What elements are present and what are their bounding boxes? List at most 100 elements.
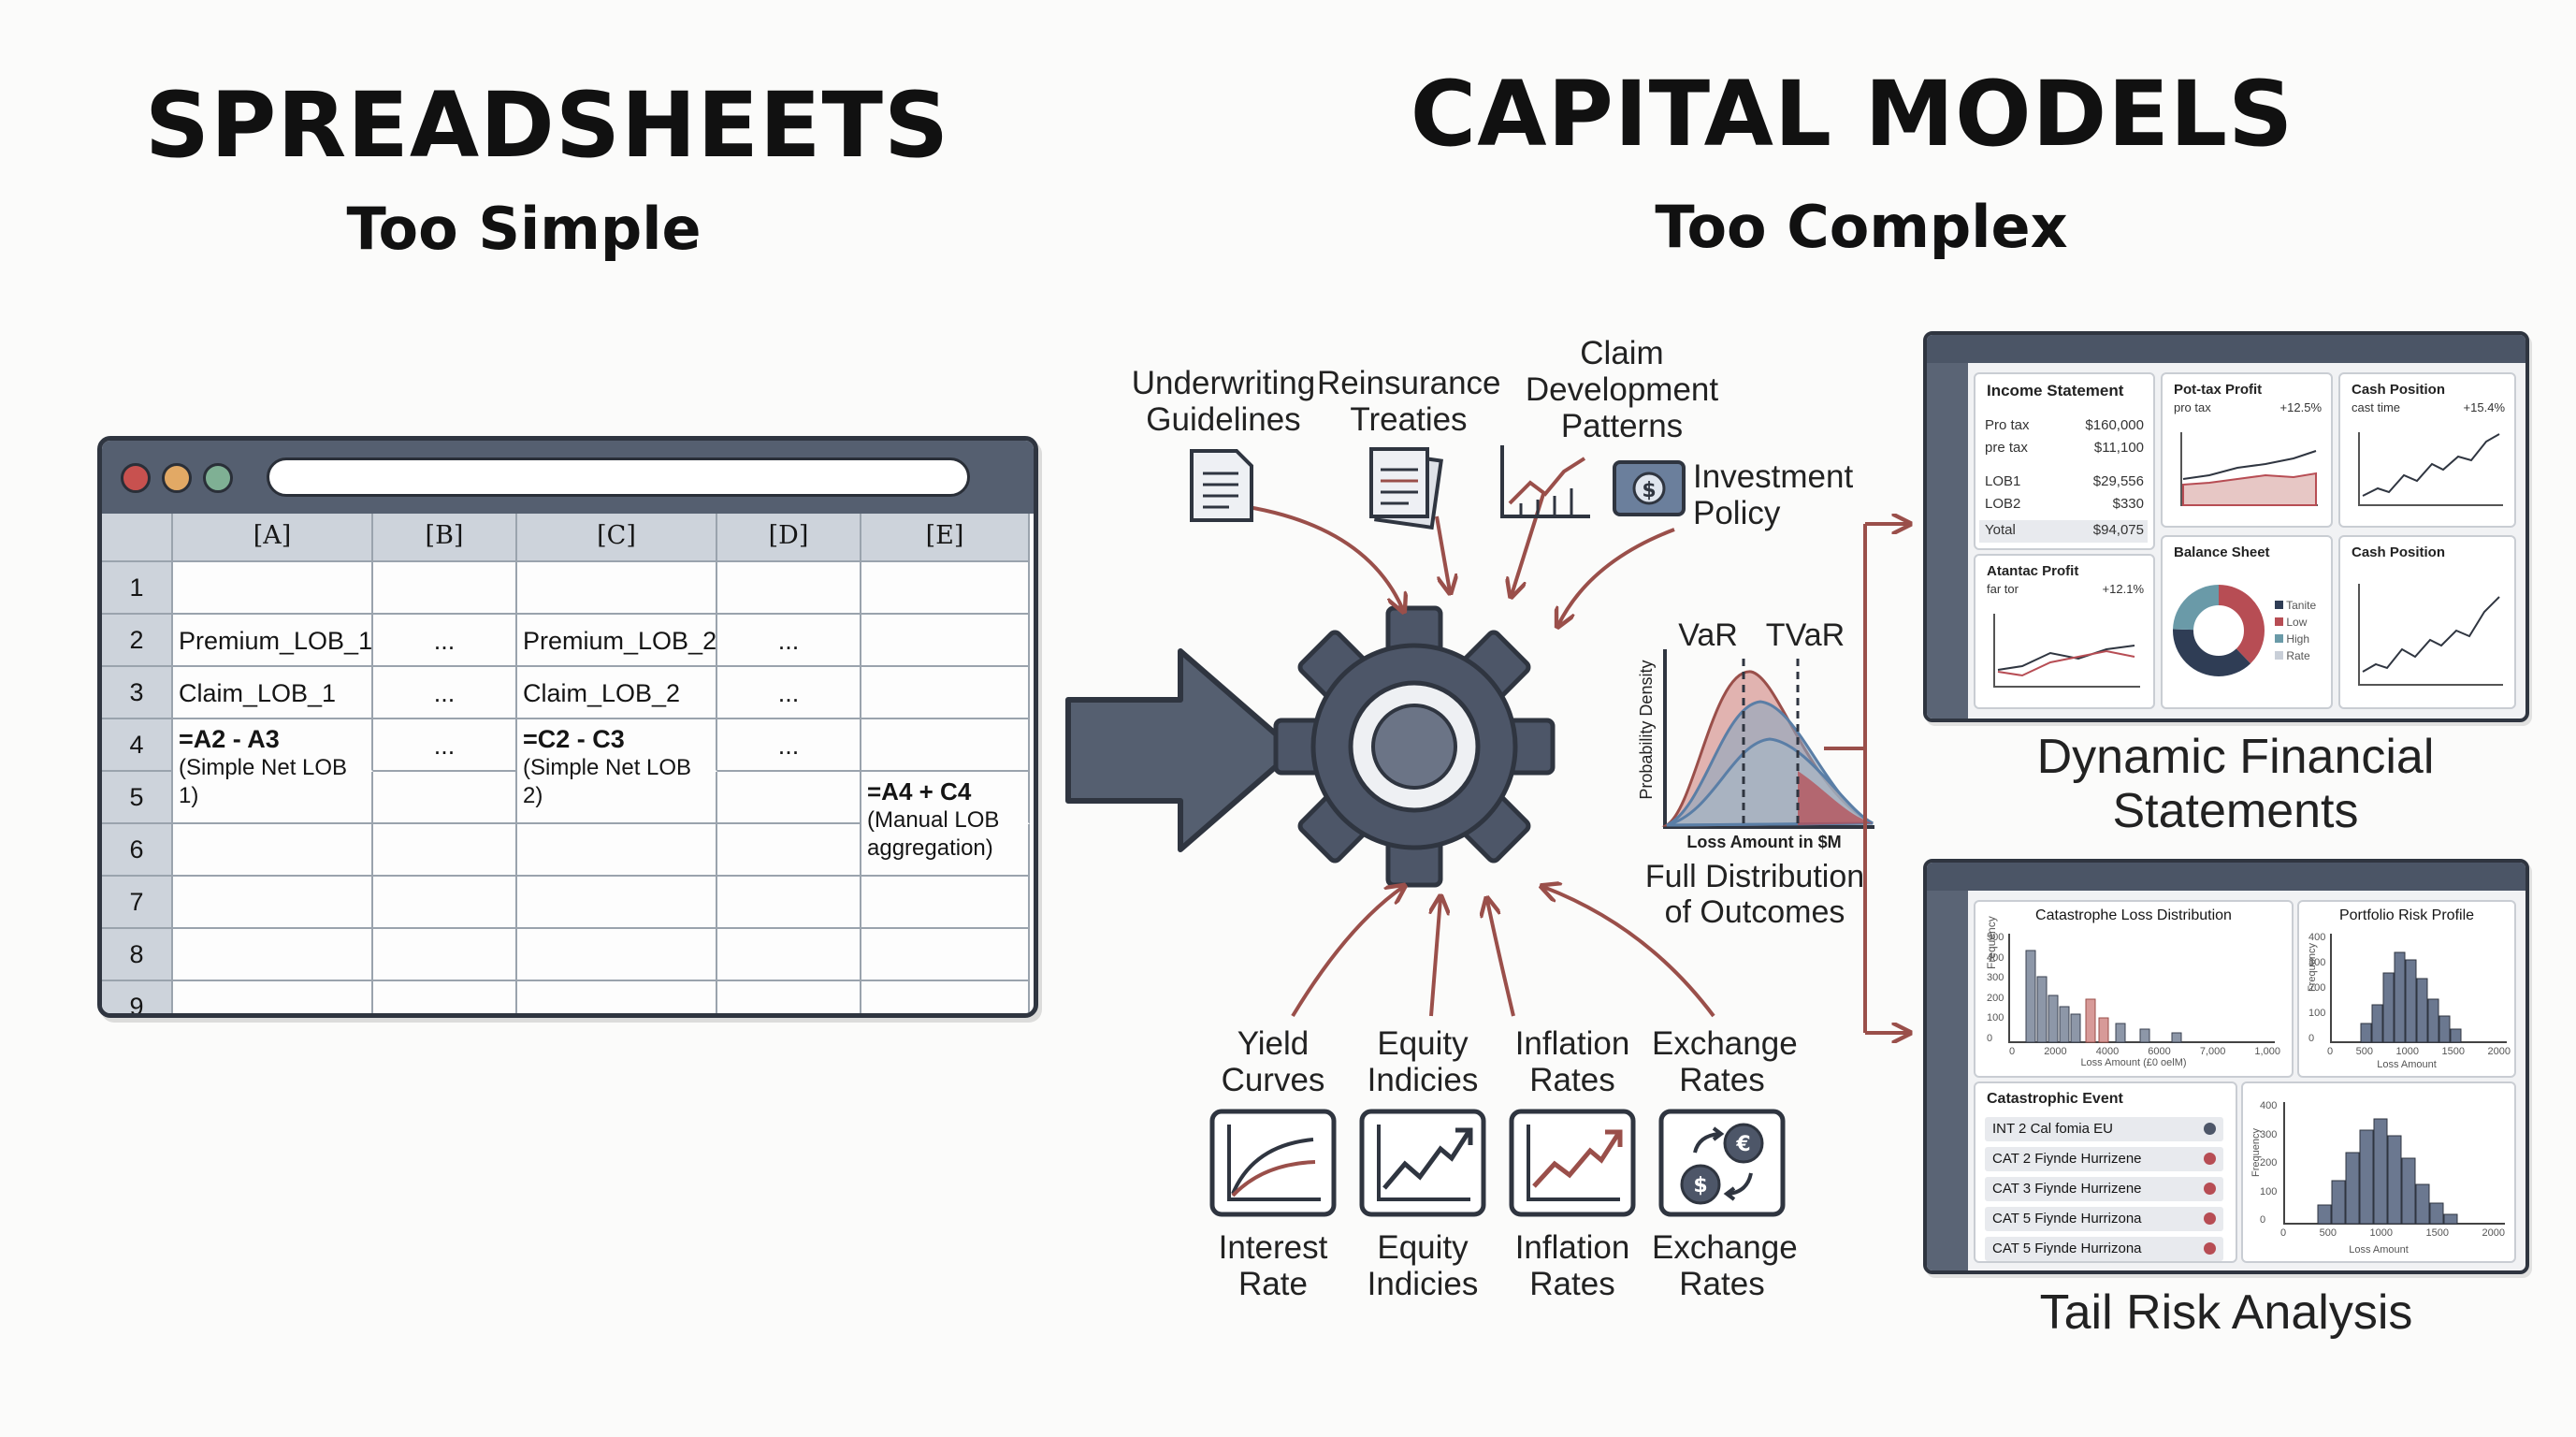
tick-label: 100 <box>2308 1008 2326 1019</box>
donut-legend: Tanite Low High Rate <box>2275 599 2316 662</box>
panel-title: Catastrophic Event <box>1987 1091 2123 1107</box>
tick-label: 7,000 <box>2199 1046 2226 1057</box>
corner-cell <box>102 514 173 562</box>
event-row[interactable]: CAT 3 Fiynde Hurrizene <box>1985 1177 2223 1201</box>
event-label: CAT 2 Fiynde Hurrizene <box>1992 1151 2142 1167</box>
tick-label: 100 <box>1987 1012 2004 1024</box>
cell <box>717 562 861 615</box>
big-right-arrow-icon <box>1065 648 1297 852</box>
cell-e5: =A4 + C4 (Manual LOB aggregation) <box>861 772 1030 861</box>
formula-e5: =A4 + C4 <box>867 777 972 806</box>
event-row[interactable]: CAT 5 Fiynde Hurrizona <box>1985 1237 2223 1261</box>
tick-label: 300 <box>2308 957 2326 968</box>
cell-c2: Premium_LOB_2 <box>517 615 717 667</box>
input-caption-inflation: Inflation Rates <box>1514 1229 1630 1303</box>
money-icon: $ <box>1613 460 1686 516</box>
cell <box>173 929 373 981</box>
cell <box>717 772 861 824</box>
column-header: [D] <box>717 514 861 562</box>
formula-note-a4: (Simple Net LOB 1) <box>179 755 348 808</box>
gear-icon <box>1273 605 1556 888</box>
row-header: 5 <box>102 772 173 824</box>
cell-d4: ... <box>717 719 861 772</box>
panel-subtitle: pro tax <box>2174 400 2211 414</box>
event-row[interactable]: INT 2 Cal fomia EU <box>1985 1117 2223 1141</box>
maximize-dot-icon <box>203 463 233 493</box>
tick-label: 1,000 <box>2254 1046 2280 1057</box>
legend-label: Rate <box>2286 649 2310 662</box>
input-caption-equity: Equity Indicies <box>1367 1229 1479 1303</box>
panel-title: Balance Sheet <box>2174 544 2270 560</box>
cell <box>517 877 717 929</box>
event-row[interactable]: CAT 5 Fiynde Hurrizona <box>1985 1207 2223 1231</box>
tail-risk-dashboard: Catastrophe Loss Distribution Frequency … <box>1923 859 2529 1274</box>
event-label: CAT 5 Fiynde Hurrizona <box>1992 1241 2142 1256</box>
left-subtitle: Too Simple <box>346 195 702 263</box>
window-titlebar <box>102 441 1034 514</box>
mini-line-chart <box>2358 584 2503 686</box>
cell-a3: Claim_LOB_1 <box>173 667 373 719</box>
income-statement-panel: Income Statement Pro tax $160,000 pre ta… <box>1974 372 2155 550</box>
treaty-icon <box>1369 447 1443 530</box>
distribution-caption: Full Distribution of Outcomes <box>1644 859 1865 931</box>
panel-title: Cash Position <box>2352 382 2446 398</box>
formula-a4: =A2 - A3 <box>179 725 280 753</box>
mini-line-chart <box>2180 432 2318 506</box>
row-header: 8 <box>102 929 173 981</box>
close-dot-icon <box>121 463 151 493</box>
right-subtitle: Too Complex <box>1655 193 2068 261</box>
panel-subtitle: cast time <box>2352 400 2401 414</box>
cash-position-panel-2: Cash Position <box>2338 535 2516 709</box>
cell <box>373 562 517 615</box>
tick-label: 500 <box>2355 1046 2373 1057</box>
income-row-value: $94,075 <box>2092 522 2144 538</box>
input-label-inflation: Inflation Rates <box>1514 1025 1630 1099</box>
row-header: 1 <box>102 562 173 615</box>
donut-chart <box>2173 585 2265 676</box>
tick-label: 0 <box>2260 1214 2266 1226</box>
x-ticks: 0 500 1000 1500 2000 <box>2280 1227 2505 1239</box>
cell-c3: Claim_LOB_2 <box>517 667 717 719</box>
cell <box>861 667 1030 719</box>
cell <box>373 824 517 877</box>
input-label-investment: Investment Policy <box>1693 458 1854 532</box>
status-dot-icon <box>2204 1153 2216 1165</box>
tick-label: 400 <box>2308 932 2326 943</box>
output-connector <box>1824 524 1908 1033</box>
cell <box>717 824 861 877</box>
exchange-icon: € $ <box>1658 1109 1786 1217</box>
tick-label: 4000 <box>2095 1046 2120 1057</box>
spreadsheet-window: [A] [B] [C] [D] [E] 1 2 Premium_LOB_1 ..… <box>97 436 1038 1018</box>
formula-c4: =C2 - C3 <box>523 725 625 753</box>
column-header: [E] <box>861 514 1030 562</box>
row-header: 9 <box>102 981 173 1013</box>
income-row-value: $29,556 <box>2092 473 2144 489</box>
financial-caption: Dynamic Financial Statements <box>2036 730 2435 839</box>
cell <box>861 615 1030 667</box>
panel-title: Catastrophe Loss Distribution <box>2035 907 2232 923</box>
cell <box>373 772 517 824</box>
dashboard-sidebar <box>1927 891 1968 1270</box>
trend-icon <box>1509 1109 1636 1217</box>
mini-line-chart <box>1993 614 2140 688</box>
legend-label: High <box>2286 632 2310 646</box>
distribution-ylabel: Probability Density <box>1636 660 1656 800</box>
input-caption-exchange: Exchange Rates <box>1652 1229 1798 1303</box>
right-title: CAPITAL MODELS <box>1410 62 2294 167</box>
loss-histogram <box>2283 1102 2505 1225</box>
input-caption-interest: Interest Rate <box>1218 1229 1328 1303</box>
income-row-label: Pro tax <box>1985 417 2030 433</box>
cell <box>517 772 717 824</box>
cell <box>173 981 373 1013</box>
tick-label: 0 <box>2308 1033 2315 1044</box>
address-bar <box>267 457 970 497</box>
balance-sheet-panel: Balance Sheet Tanite Low High Rate <box>2161 535 2333 709</box>
tick-label: 0 <box>2009 1046 2016 1057</box>
input-label-reinsurance: Reinsurance Treaties <box>1317 365 1501 439</box>
event-label: CAT 3 Fiynde Hurrizene <box>1992 1181 2142 1197</box>
cell <box>861 929 1030 981</box>
event-row[interactable]: CAT 2 Fiynde Hurrizene <box>1985 1147 2223 1171</box>
cell-d2: ... <box>717 615 861 667</box>
cell <box>373 929 517 981</box>
y-ticks: 400 300 200 100 0 <box>2260 1100 2277 1226</box>
